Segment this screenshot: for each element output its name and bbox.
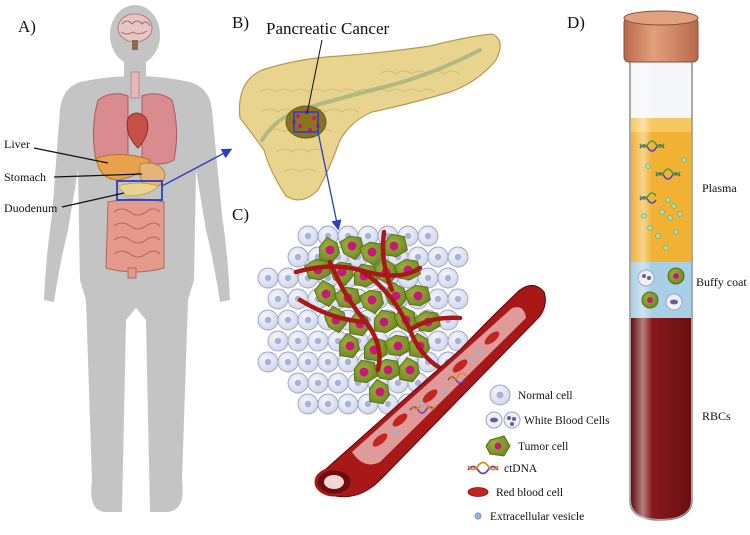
tumor-cell xyxy=(359,241,384,267)
pancreatic-duct xyxy=(260,48,482,142)
pancreas-small xyxy=(117,182,159,197)
normal-cell xyxy=(427,246,449,268)
legend-label: Normal cell xyxy=(518,390,573,402)
blood-collection-tube xyxy=(629,59,693,521)
normal-cell xyxy=(317,393,339,415)
tumor-cell xyxy=(359,289,384,315)
normal-cell-icon xyxy=(489,384,511,406)
normal-cell xyxy=(257,267,279,289)
normal-cell xyxy=(307,330,329,352)
normal-cell xyxy=(447,246,469,268)
pancreas-highlight-box xyxy=(116,180,163,201)
normal-cell xyxy=(287,330,309,352)
duodenum-label: Duodenum xyxy=(4,201,58,215)
buffy-coat-cells xyxy=(637,267,685,311)
legend-item-tumor-cell: Tumor cell xyxy=(485,435,568,457)
legend-item-normal-cell: Normal cell xyxy=(489,384,573,406)
buffy-coat-label: Buffy coat xyxy=(696,275,747,289)
rbcs-label: RBCs xyxy=(702,409,731,423)
liver-label: Liver xyxy=(4,137,30,151)
intestines-icon xyxy=(105,198,165,279)
trachea xyxy=(130,71,140,99)
normal-cell xyxy=(417,267,439,289)
blood-vessel xyxy=(314,284,546,498)
legend-label: Red blood cell xyxy=(496,487,563,499)
tumor-cell xyxy=(384,334,411,357)
normal-cell xyxy=(327,372,349,394)
panel-c-tumor-microenvironment: C) xyxy=(232,205,610,523)
normal-cell xyxy=(307,372,329,394)
tumor-cell xyxy=(339,332,361,359)
normal-cell xyxy=(267,330,289,352)
tumor-cell xyxy=(373,309,398,334)
normal-cell xyxy=(287,372,309,394)
tumor-cell-icon xyxy=(485,435,511,457)
legend-label: Extracellular vesicle xyxy=(490,511,584,523)
tumor-cell xyxy=(313,279,337,308)
normal-cell xyxy=(427,288,449,310)
tumor-capillaries xyxy=(293,229,463,373)
pancreatic-cancer-title: Pancreatic Cancer xyxy=(266,19,390,38)
title-pointer-line xyxy=(306,39,323,115)
tumor-highlight-box xyxy=(293,111,319,133)
brain-icon xyxy=(117,13,153,50)
red-blood-cell-icon xyxy=(467,487,489,497)
plasma-contents xyxy=(639,140,687,251)
normal-cell xyxy=(277,267,299,289)
normal-cell xyxy=(297,225,319,247)
legend-label: White Blood Cells xyxy=(524,415,610,427)
arrow-a-to-b xyxy=(161,148,233,187)
legend-label: Tumor cell xyxy=(518,441,568,453)
panel-a-label: A) xyxy=(18,17,36,36)
tube-cap xyxy=(623,10,699,63)
legend-item-red-blood-cell: Red blood cell xyxy=(467,487,563,499)
pancreas-organ xyxy=(238,33,501,201)
panel-b-label: B) xyxy=(232,13,249,32)
normal-cell xyxy=(287,246,309,268)
legend-item-extracellular-vesicle: Extracellular vesicle xyxy=(474,511,584,523)
stomach-label: Stomach xyxy=(4,170,46,184)
tumor-cell xyxy=(404,284,431,307)
tumor-cell xyxy=(339,235,364,261)
legend: Normal cell White Blood Cells Tu xyxy=(467,384,610,523)
panel-d-label: D) xyxy=(567,13,585,32)
normal-cell xyxy=(297,393,319,415)
normal-cell xyxy=(257,309,279,331)
legend-item-ctdna: ctDNA xyxy=(467,461,538,475)
normal-cell xyxy=(277,309,299,331)
organ-label-lines xyxy=(33,147,143,208)
tumor-cell xyxy=(353,359,378,384)
normal-cell xyxy=(257,351,279,373)
normal-cell xyxy=(277,351,299,373)
extracellular-vesicle-icon xyxy=(474,512,482,520)
normal-cell xyxy=(337,393,359,415)
legend-item-white-blood-cells: White Blood Cells xyxy=(485,411,610,429)
normal-cell xyxy=(417,225,439,247)
normal-cell xyxy=(297,351,319,373)
normal-cell xyxy=(447,288,469,310)
heart-icon xyxy=(126,112,149,149)
tumor-cell xyxy=(399,356,421,383)
white-blood-cells-icon xyxy=(485,411,521,429)
panel-c-label: C) xyxy=(232,205,249,224)
normal-cell xyxy=(297,309,319,331)
normal-cell xyxy=(317,351,339,373)
plasma-label: Plasma xyxy=(702,181,737,195)
panel-d-blood-tube: D) xyxy=(567,10,747,521)
tumor-cell xyxy=(369,378,391,405)
tumor-cell xyxy=(319,236,341,263)
normal-cell xyxy=(267,288,289,310)
pancreas-tumor xyxy=(285,105,327,139)
panel-a-human-body: A) xyxy=(4,5,233,512)
normal-cell xyxy=(437,267,459,289)
panel-b-pancreas: B) Pancreatic Cancer xyxy=(232,13,501,231)
ctdna-icon xyxy=(467,461,499,475)
normal-cell xyxy=(427,330,449,352)
legend-label: ctDNA xyxy=(504,463,538,475)
arrow-b-to-c xyxy=(317,131,342,231)
